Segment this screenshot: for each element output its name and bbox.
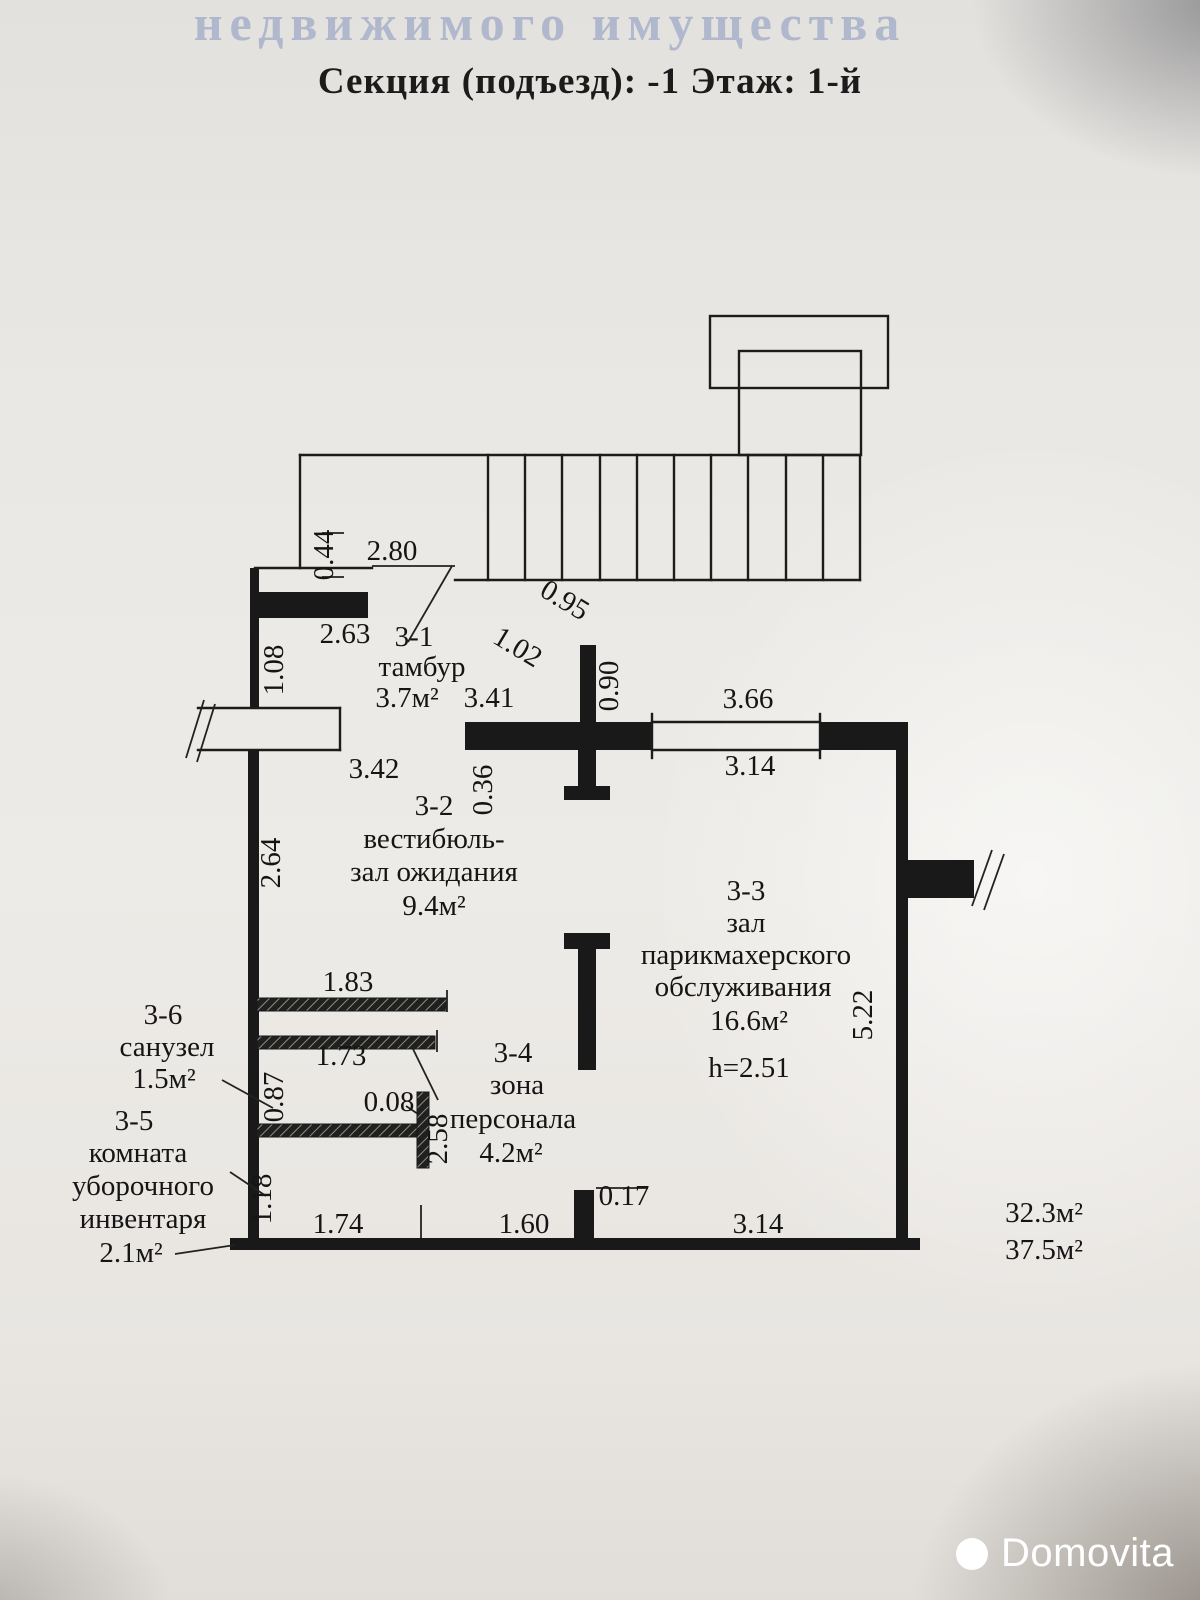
dim-174: 1.74 [313,1208,364,1240]
dim-102: 1.02 [488,621,548,675]
dim-366: 3.66 [723,683,774,715]
room-3-6-name: санузел [120,1031,215,1063]
room-3-1-area: 3.7м² [375,682,439,714]
room-3-3-area: 16.6м² [710,1005,788,1037]
leader-wc [221,1079,274,1109]
partition-wc-upper [256,997,448,1012]
tambour-right-wall [580,645,596,722]
leaders [174,532,448,1255]
porch-outer-rect [708,314,890,390]
room-3-5-name-3: инвентаря [80,1203,207,1235]
dim-090: 0.90 [593,661,625,712]
room-3-3-name-2: парикмахерского [641,939,851,971]
dim-258: 2.58 [422,1114,454,1165]
dim-173: 1.73 [316,1040,367,1072]
staircase [298,453,862,582]
dim-264: 2.64 [255,837,287,888]
leader-partition [412,1048,439,1101]
partition-wc-lower [256,1035,436,1050]
room-3-2-id: 3-2 [415,790,454,822]
room-3-3-id: 3-3 [727,875,766,907]
room-3-1-name: тамбур [379,651,466,683]
wall-break-mark [196,703,216,763]
dim-522: 5.22 [847,990,879,1041]
room-3-2-name-2: зал ожидания [350,856,518,888]
room-3-5-area: 2.1м² [99,1237,163,1269]
tambour-top-wall [255,592,368,618]
room-3-2-area: 9.4м² [402,890,466,922]
wall-break-mark [185,699,205,759]
dim-008: 0.08 [364,1086,415,1118]
leader-008 [405,1105,419,1115]
dim-314-top: 3.14 [725,750,776,782]
porch-inner-rect [737,349,863,457]
room-3-1-id: 3-1 [395,621,434,653]
partition-staff-zone [416,1091,430,1169]
dim-095: 0.95 [535,574,595,628]
top-wall-right-segment [820,722,908,750]
room-3-4-area: 4.2м² [479,1137,543,1169]
domovita-label: Domovita [1001,1531,1174,1575]
dim-280: 2.80 [367,535,418,567]
dim-342: 3.42 [349,753,400,785]
leader-cleaning-room [229,1171,267,1197]
room-3-4-id: 3-4 [494,1037,533,1069]
column-stem-top [578,750,596,788]
dim-183: 1.83 [323,966,374,998]
dim-263: 2.63 [320,618,371,650]
partitions [256,997,448,1169]
domovita-watermark: Domovita [956,1531,1174,1576]
leader-tambour [407,565,453,643]
room-labels: 3-1 тамбур 3.7м² 3-2 вестибюль- зал ожид… [72,621,1083,1269]
room-3-6-id: 3-6 [144,999,183,1031]
wall-break-mark [971,849,993,907]
room-3-5-name-1: комната [89,1137,188,1169]
dim-017: 0.17 [599,1180,650,1212]
dim-044: 0.44 [308,529,340,580]
wall-break-mark [983,853,1005,911]
dim-087: 0.87 [258,1072,290,1123]
room-3-3-name-3: обслуживания [655,971,832,1003]
total-area-1: 32.3м² [1005,1197,1083,1229]
column-cap-top [564,786,610,800]
column-stem-middle [578,933,596,1070]
right-exterior-wall [896,722,908,1248]
dim-160: 1.60 [499,1208,550,1240]
door-pier [574,1190,594,1240]
right-wall-stub [908,860,974,898]
walls [185,565,1005,1250]
left-exterior-wall [248,750,259,1250]
room-3-4-name-2: персонала [450,1103,576,1135]
entrance-porch [708,314,890,457]
partition-cleaning-room [256,1123,423,1138]
room-3-4-name-1: зона [490,1069,544,1101]
background-watermark-text: недвижимого имущества [193,0,907,51]
dim-108: 1.08 [258,645,290,696]
room-3-5-name-2: уборочного [72,1170,214,1202]
dim-341: 3.41 [464,682,515,714]
domovita-logo-icon [956,1537,989,1570]
plan-title: Секция (подъезд): -1 Этаж: 1-й [317,61,863,102]
dim-118: 1.18 [246,1174,278,1225]
bottom-exterior-wall [230,1238,920,1250]
room-3-3-name-1: зал [726,907,765,939]
tambour-left-wall [250,568,259,708]
room-3-5-id: 3-5 [115,1105,154,1137]
room-3-6-area: 1.5м² [132,1063,196,1095]
top-wall-left-segment [465,722,652,750]
dim-036: 0.36 [467,765,499,816]
room-3-2-name-1: вестибюль- [363,823,504,855]
leader-cleaning-area [174,1244,236,1255]
total-area-2: 37.5м² [1005,1234,1083,1266]
room-3-3-height: h=2.51 [708,1052,790,1084]
dim-314-bottom: 3.14 [733,1208,784,1240]
